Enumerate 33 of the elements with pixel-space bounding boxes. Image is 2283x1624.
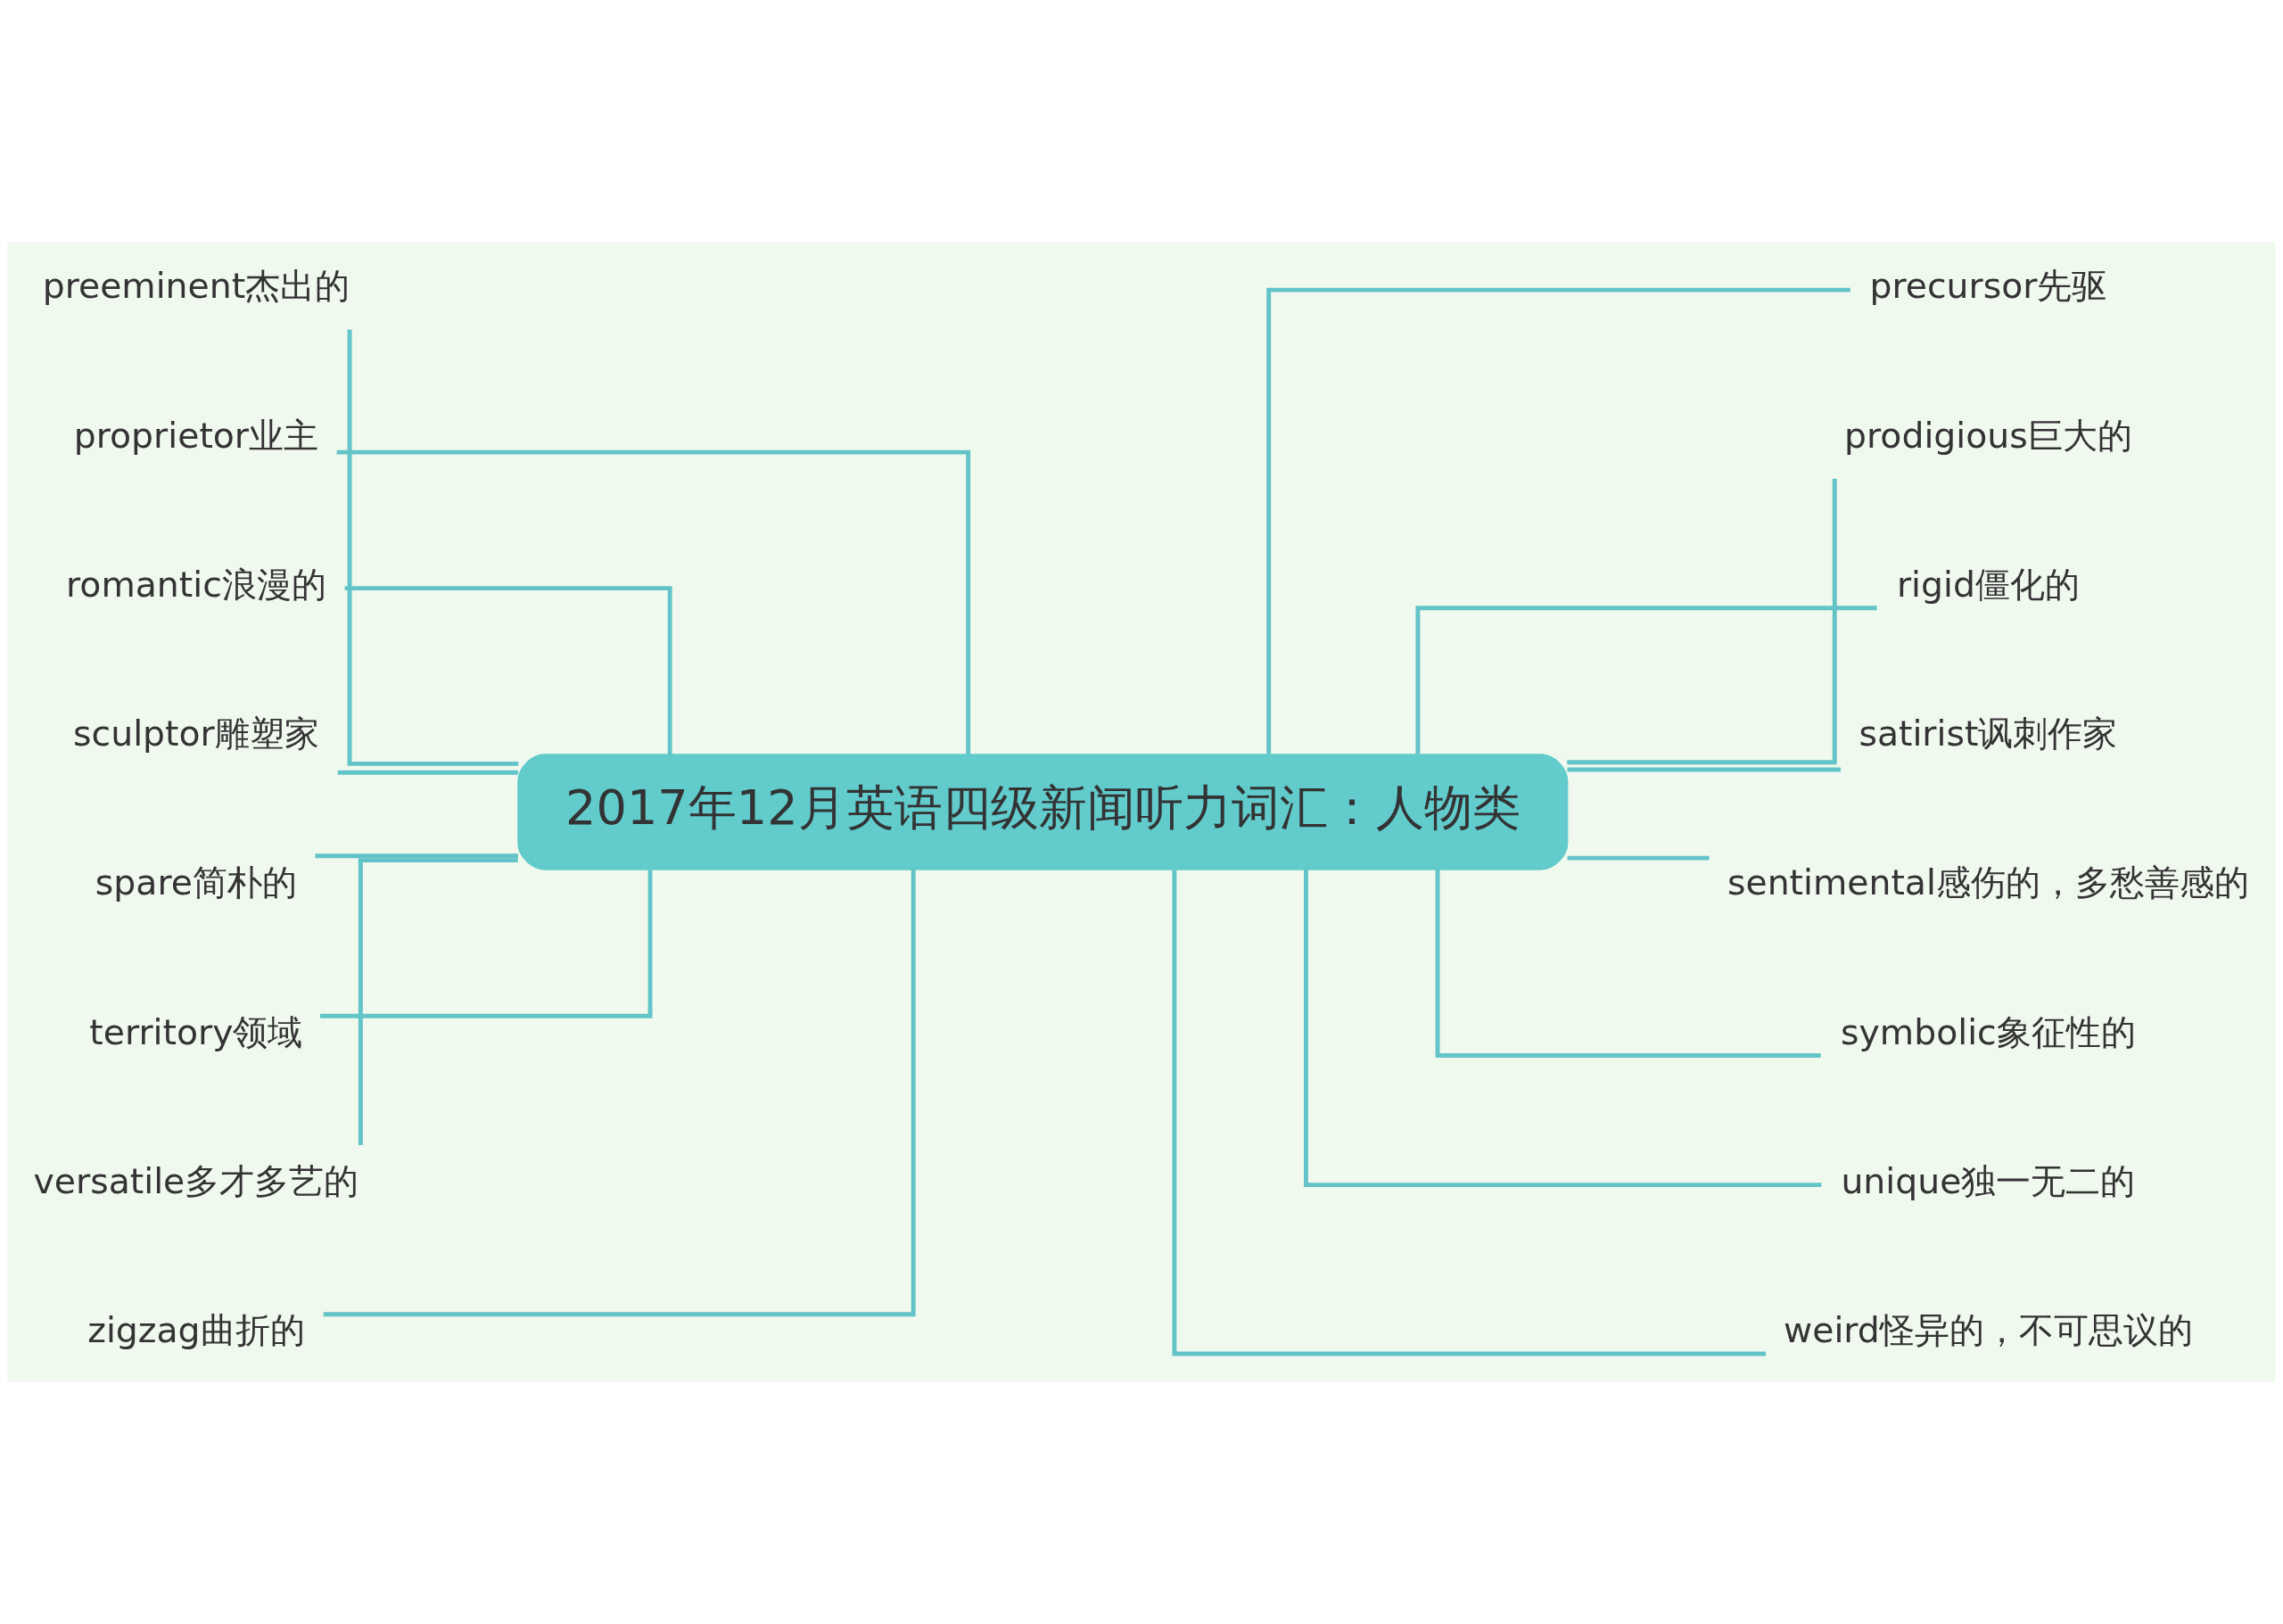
connector xyxy=(1567,478,1837,765)
node-text: prodigious巨大的 xyxy=(1844,414,2132,456)
node-text: romantic浪漫的 xyxy=(66,563,326,605)
node-text: versatile多才多艺的 xyxy=(33,1159,359,1201)
node-text: sentimental感伤的，多愁善感的 xyxy=(1727,861,2249,903)
node-text: proprietor业主 xyxy=(73,414,319,456)
node-text: rigid僵化的 xyxy=(1896,563,2080,605)
node-text: weird怪异的，不可思议的 xyxy=(1784,1309,2193,1351)
node-box: 2017年12月英语四级新闻听力词汇：人物类 xyxy=(517,754,1569,870)
node-text: satirist讽刺作家 xyxy=(1859,713,2118,754)
node-text: zigzag曲折的 xyxy=(87,1309,305,1351)
connector xyxy=(336,449,971,754)
connector xyxy=(1567,767,1842,772)
node-text: sculptor雕塑家 xyxy=(73,713,319,754)
node-text: territory领域 xyxy=(89,1010,303,1052)
node-text: spare简朴的 xyxy=(95,861,297,903)
connector xyxy=(323,870,916,1317)
connector xyxy=(1266,287,1850,754)
node-text: unique独一无二的 xyxy=(1841,1159,2136,1201)
connector xyxy=(1172,870,1767,1356)
node-text: symbolic象征性的 xyxy=(1841,1010,2136,1052)
connector xyxy=(1415,606,1877,754)
node-text: preeminent杰出的 xyxy=(42,265,350,307)
connector xyxy=(315,853,518,859)
connector xyxy=(320,870,653,1018)
connector xyxy=(337,770,518,775)
connector xyxy=(1435,869,1821,1058)
connector xyxy=(1304,869,1822,1188)
connector xyxy=(358,858,518,1145)
node-text: precursor先驱 xyxy=(1869,265,2107,307)
connector xyxy=(1567,855,1710,861)
connector xyxy=(344,586,672,755)
connector xyxy=(347,329,519,766)
